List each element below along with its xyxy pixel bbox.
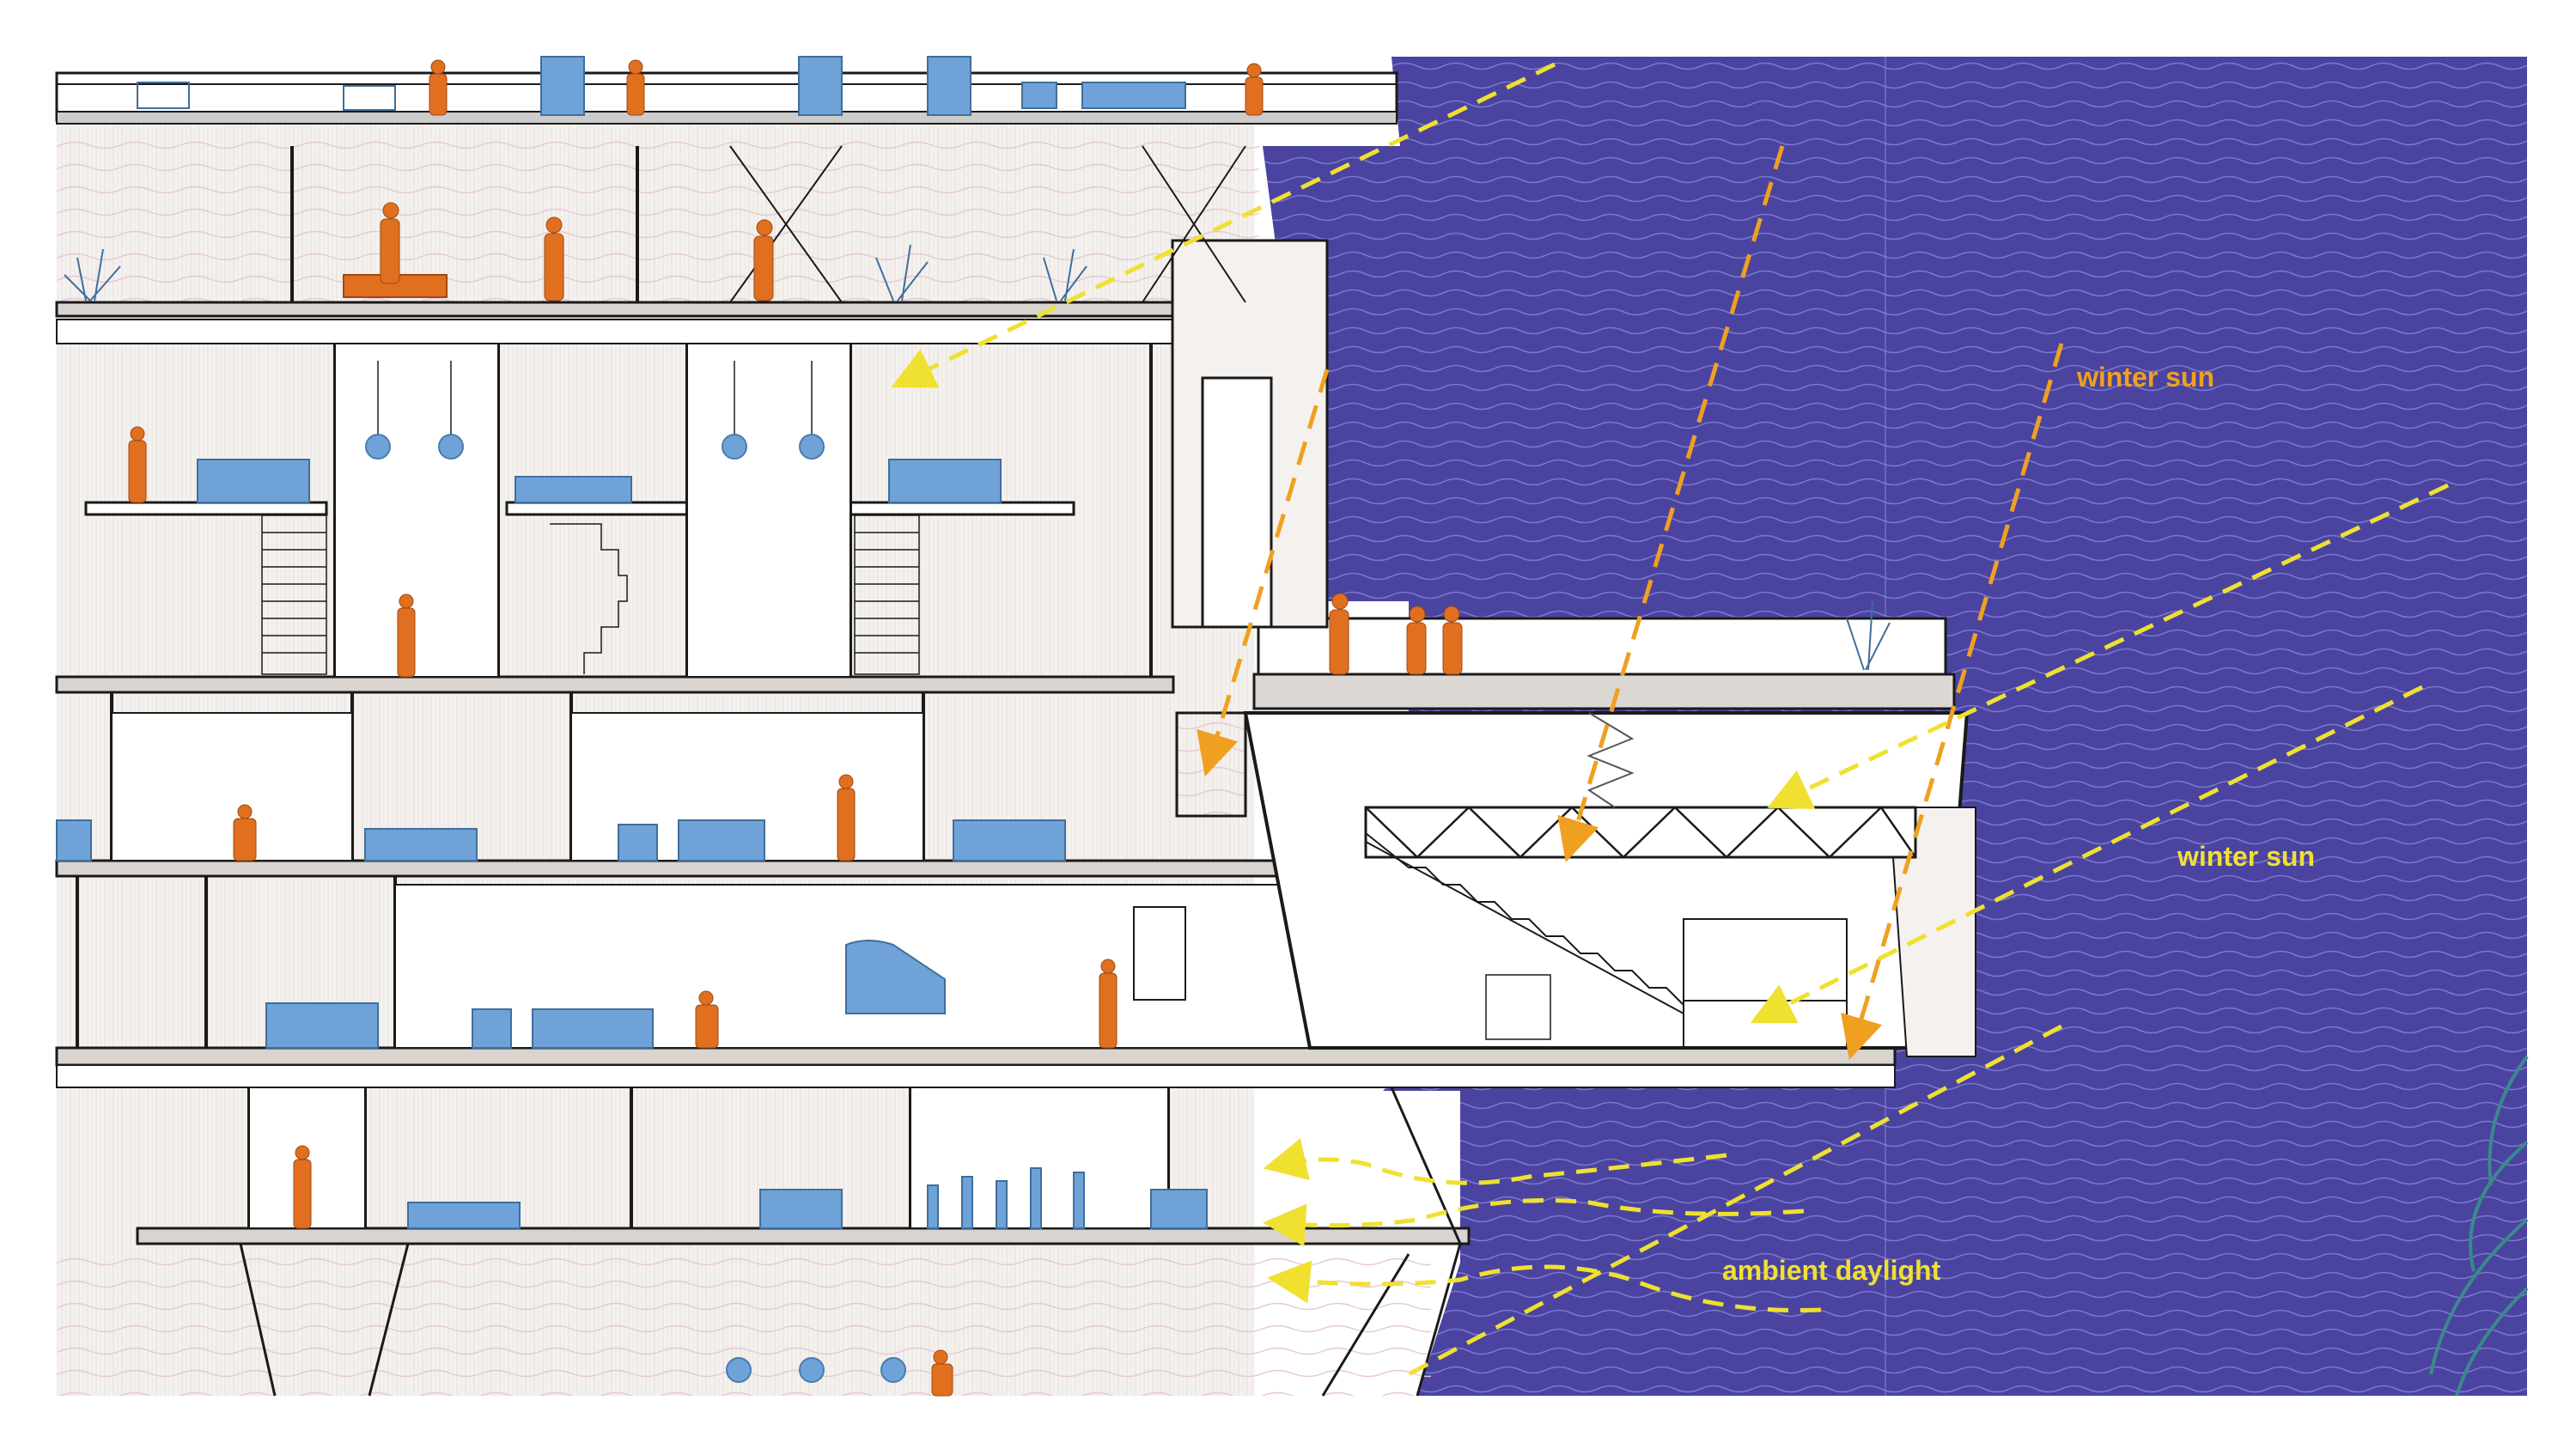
sofa <box>265 1002 379 1049</box>
roof-bracing <box>729 145 1246 303</box>
floor-slabs <box>55 301 1897 1245</box>
person-silhouette <box>931 1349 953 1397</box>
mezzanine-slabs <box>84 501 1075 516</box>
bed <box>407 1202 521 1229</box>
armchair <box>1021 82 1057 109</box>
person-silhouette <box>380 202 400 284</box>
person-silhouette <box>128 426 147 503</box>
person-silhouette <box>626 59 645 116</box>
annotation-winter-sun-low: winter sun <box>2177 841 2315 872</box>
sofa <box>759 1189 843 1229</box>
bed <box>364 828 478 861</box>
door-panel <box>798 56 843 116</box>
armchair <box>618 824 658 861</box>
sun-rays-yellow <box>891 62 2450 1377</box>
person-silhouette <box>293 1145 312 1229</box>
facade-column <box>1171 239 1329 818</box>
ambient-daylight-arrows <box>1263 1138 1822 1313</box>
person-silhouette <box>1329 593 1349 675</box>
roof-level <box>55 71 1398 125</box>
furniture <box>56 56 1208 1229</box>
person-silhouette <box>695 990 719 1049</box>
people <box>128 59 1463 1397</box>
door-panel <box>540 56 585 116</box>
sofa <box>1081 82 1186 109</box>
grand-piano <box>845 940 946 1014</box>
lower-struts <box>239 1087 1462 1397</box>
sun-rays-orange <box>1197 145 2064 1060</box>
armchair <box>56 819 92 861</box>
sofa <box>953 819 1066 861</box>
annotation-winter-sun-high: winter sun <box>2076 362 2214 393</box>
bed <box>515 476 632 503</box>
armchair <box>678 819 765 861</box>
cantilever-annex <box>1243 617 1976 1057</box>
person-silhouette <box>1245 63 1264 116</box>
armchair <box>532 1008 654 1049</box>
armchair <box>472 1008 512 1049</box>
desk <box>343 85 396 111</box>
person-silhouette <box>1406 606 1427 675</box>
armchair <box>1150 1189 1208 1229</box>
person-silhouette <box>233 804 257 861</box>
person-silhouette <box>429 59 448 116</box>
person-silhouette <box>1099 959 1117 1049</box>
foreground-palm <box>2429 1055 2529 1397</box>
bed <box>197 459 310 503</box>
person-silhouette <box>397 594 416 678</box>
staircases <box>261 514 920 675</box>
annotation-ambient-daylight: ambient daylight <box>1722 1255 1941 1286</box>
person-silhouette <box>753 219 774 301</box>
person-silhouette <box>1442 606 1463 675</box>
door-panel <box>927 56 971 116</box>
plants <box>64 244 1891 1229</box>
person-silhouette <box>544 216 564 301</box>
desk <box>137 82 190 109</box>
person-silhouette <box>837 774 856 861</box>
bed <box>888 459 1002 503</box>
